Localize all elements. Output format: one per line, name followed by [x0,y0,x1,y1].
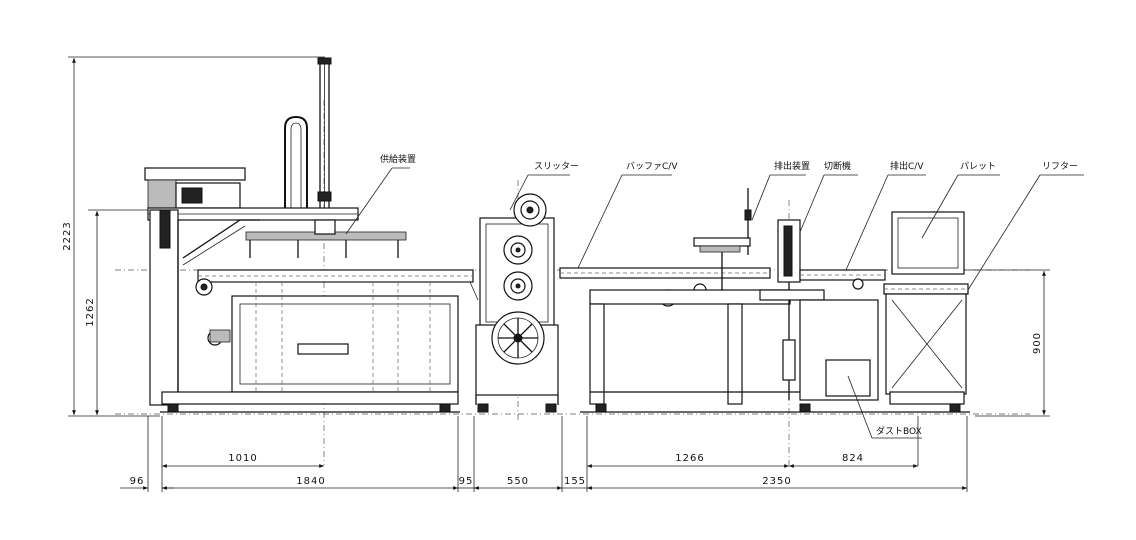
dim-96: 96 [120,476,174,490]
feeder-unit [144,57,479,413]
dim-95: 95 [458,476,474,489]
dim-lifter-height: 900 [1032,271,1046,415]
leader-buffer-cv: バッファC/V [577,161,678,269]
dim-1266-label: 1266 [675,453,704,464]
lifter-unit [883,211,969,413]
dim-155-label: 155 [564,476,586,487]
label-discharge-device: 排出装置 [774,160,810,172]
dim-overall-height: 2223 [62,58,76,415]
dim-feeder-height-label: 1262 [85,297,96,326]
label-discharge-cv: 排出C/V [890,160,924,172]
dim-1010: 1010 [162,453,324,468]
leader-discharge-device: 排出装置 [751,160,810,221]
leader-lifter: リフター [967,161,1084,291]
dim-1266: 1266 [587,453,789,468]
dim-feeder-height: 1262 [85,211,99,415]
dim-155: 155 [562,476,587,489]
label-lifter: リフター [1042,161,1078,172]
dim-1010-label: 1010 [228,453,257,464]
slitter-unit [475,193,559,413]
dim-2350-label: 2350 [762,476,791,487]
discharge-device [693,188,752,290]
cutter-unit [759,219,879,413]
dim-overall-height-label: 2223 [62,221,73,250]
dim-2350: 2350 [587,476,967,490]
extension-lines [68,56,1050,492]
discharge-conveyor [799,269,886,290]
leader-feeder: 供給装置 [345,153,416,235]
label-feeder: 供給装置 [380,153,416,165]
leader-pallet: パレット [921,161,1000,239]
dim-1840-label: 1840 [296,476,325,487]
buffer-conveyor [559,267,970,413]
leader-cutter: 切断機 [799,160,858,233]
label-buffer-cv: バッファC/V [626,161,678,172]
dim-95-label: 95 [459,476,474,487]
dim-824: 824 [789,453,918,468]
dim-96-label: 96 [130,476,145,487]
label-cutter: 切断機 [824,160,851,172]
dim-550: 550 [474,476,562,490]
dim-lifter-height-label: 900 [1032,332,1043,354]
leader-discharge-cv: 排出C/V [845,160,926,271]
label-slitter: スリッター [534,161,579,172]
leader-dust-box: ダストBOX [847,375,922,439]
leader-slitter: スリッター [509,161,579,211]
dim-550-label: 550 [507,476,529,487]
label-pallet: パレット [960,161,996,172]
dim-1840: 1840 [162,476,458,490]
dim-824-label: 824 [842,453,864,464]
label-dust-box: ダストBOX [876,425,922,437]
